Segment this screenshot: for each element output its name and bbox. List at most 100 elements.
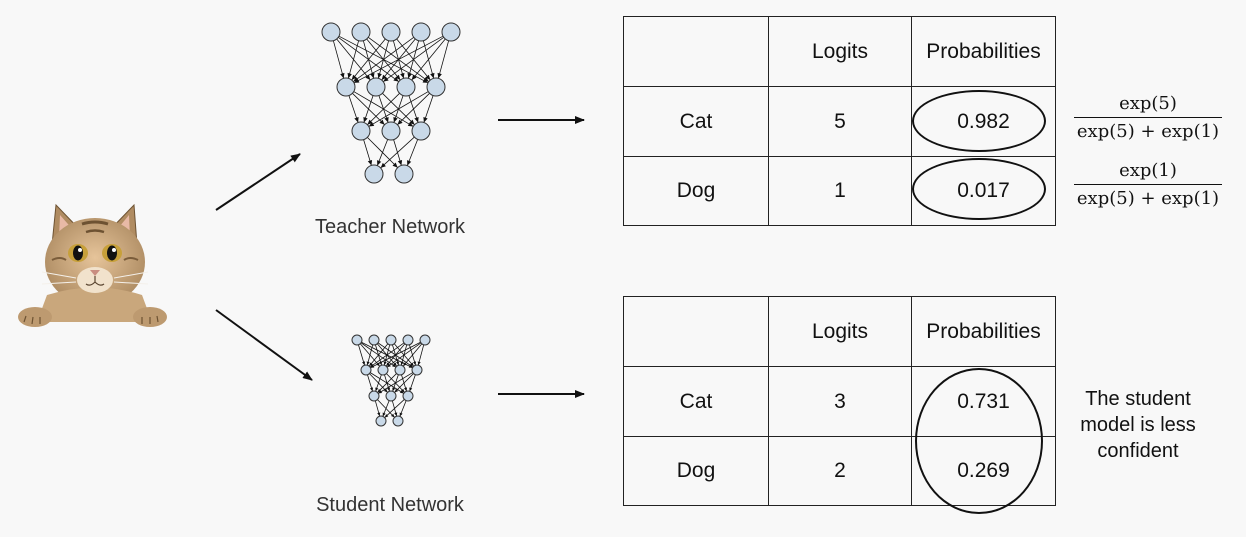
formula-numerator: exp(1) xyxy=(1119,160,1177,181)
network-edge xyxy=(368,91,429,127)
network-edge xyxy=(411,38,446,81)
edge-arrowhead xyxy=(407,121,414,127)
student-network-label: Student Network xyxy=(316,494,464,516)
edge-arrowhead xyxy=(409,363,413,368)
student-network-graph xyxy=(351,334,431,427)
edge-arrowhead xyxy=(409,119,415,125)
edge-arrowhead xyxy=(400,388,405,393)
network-node xyxy=(394,364,406,376)
edge-arrowhead xyxy=(425,74,431,81)
network-node xyxy=(377,364,389,376)
edge-arrowhead xyxy=(368,121,375,127)
edge-arrowhead xyxy=(365,74,371,81)
network-node xyxy=(364,164,384,184)
network-node xyxy=(321,22,341,42)
network-node xyxy=(351,22,371,42)
logit-value: 2 xyxy=(768,436,912,506)
edge-arrowhead xyxy=(351,74,357,81)
network-edge xyxy=(366,344,374,366)
edge-arrowhead xyxy=(393,362,397,367)
edge-arrowhead xyxy=(430,72,435,79)
network-node xyxy=(396,77,416,97)
edge-arrowhead xyxy=(378,390,383,394)
edge-arrowhead xyxy=(354,117,359,123)
edge-arrowhead xyxy=(437,72,442,79)
student-prob-ellipse xyxy=(915,368,1043,514)
edge-arrowhead xyxy=(393,76,399,82)
network-node xyxy=(351,121,371,141)
arrow-to-teacher xyxy=(215,153,301,211)
network-edge xyxy=(383,36,444,83)
logit-value: 5 xyxy=(768,86,912,157)
edge-arrowhead xyxy=(383,388,388,393)
edge-arrowhead xyxy=(375,387,379,392)
network-node xyxy=(385,390,397,402)
edge-arrowhead xyxy=(417,361,421,366)
edge-arrowhead xyxy=(392,387,396,392)
network-node xyxy=(351,334,363,346)
edge-arrowhead xyxy=(407,160,412,166)
edge-arrowhead xyxy=(394,388,399,393)
network-node xyxy=(419,334,431,346)
network-edge xyxy=(367,93,400,125)
edge-arrowhead xyxy=(370,72,375,79)
network-edge xyxy=(347,40,360,79)
edge-arrowhead xyxy=(381,74,387,81)
probabilities-header: Probabilities xyxy=(911,296,1056,367)
network-node xyxy=(426,77,446,97)
network-node xyxy=(366,77,386,97)
network-edge xyxy=(332,40,345,79)
edge-arrowhead xyxy=(367,159,373,166)
edge-arrowhead xyxy=(387,363,391,368)
edge-arrowhead xyxy=(413,361,417,366)
edge-arrowhead xyxy=(400,72,405,79)
network-node xyxy=(411,22,431,42)
formula-numerator: exp(5) xyxy=(1119,93,1177,114)
network-node xyxy=(375,415,387,427)
network-edge xyxy=(397,93,430,125)
network-node xyxy=(381,22,401,42)
arrow-to-student xyxy=(215,309,313,381)
softmax-formula-cat: exp(5) exp(5) + exp(1) xyxy=(1074,92,1222,145)
edge-arrowhead xyxy=(423,117,428,123)
edge-arrowhead xyxy=(407,72,412,79)
student-confidence-note: The student model is less confident xyxy=(1080,388,1196,462)
logits-header: Logits xyxy=(768,296,912,367)
table-header-corner xyxy=(623,296,769,367)
edge-arrowhead xyxy=(411,74,417,81)
edge-arrowhead xyxy=(399,390,404,394)
edge-arrowhead xyxy=(363,117,368,123)
edge-arrowhead xyxy=(366,361,370,366)
edge-arrowhead xyxy=(410,362,414,367)
edge-arrowhead xyxy=(409,387,413,392)
network-edge xyxy=(384,399,405,418)
edge-arrowhead xyxy=(370,364,375,368)
edge-arrowhead xyxy=(340,72,345,79)
fraction-bar xyxy=(1074,184,1222,185)
network-node xyxy=(336,77,356,97)
network-edge xyxy=(417,344,425,366)
edge-arrowhead xyxy=(396,361,400,366)
edge-arrowhead xyxy=(377,412,381,417)
edge-arrowhead xyxy=(400,361,404,366)
edge-arrowhead xyxy=(386,362,390,367)
edge-arrowhead xyxy=(379,119,385,125)
edge-arrowhead xyxy=(399,412,403,417)
network-edge xyxy=(353,35,444,84)
edge-arrowhead xyxy=(386,387,391,392)
edge-arrowhead xyxy=(347,72,352,79)
teacher-cat-prob-ellipse xyxy=(912,90,1046,152)
edge-arrowhead xyxy=(377,72,382,79)
network-node xyxy=(411,364,423,376)
softmax-formula-dog: exp(1) exp(5) + exp(1) xyxy=(1074,159,1222,212)
teacher-network-label: Teacher Network xyxy=(314,216,466,238)
edge-arrowhead xyxy=(383,361,387,366)
network-edge xyxy=(358,344,365,366)
edge-arrowhead xyxy=(397,159,403,166)
network-node xyxy=(368,390,380,402)
class-name: Cat xyxy=(623,86,769,157)
edge-arrowhead xyxy=(392,162,398,168)
edge-arrowhead xyxy=(369,387,374,392)
edge-arrowhead xyxy=(393,117,398,123)
